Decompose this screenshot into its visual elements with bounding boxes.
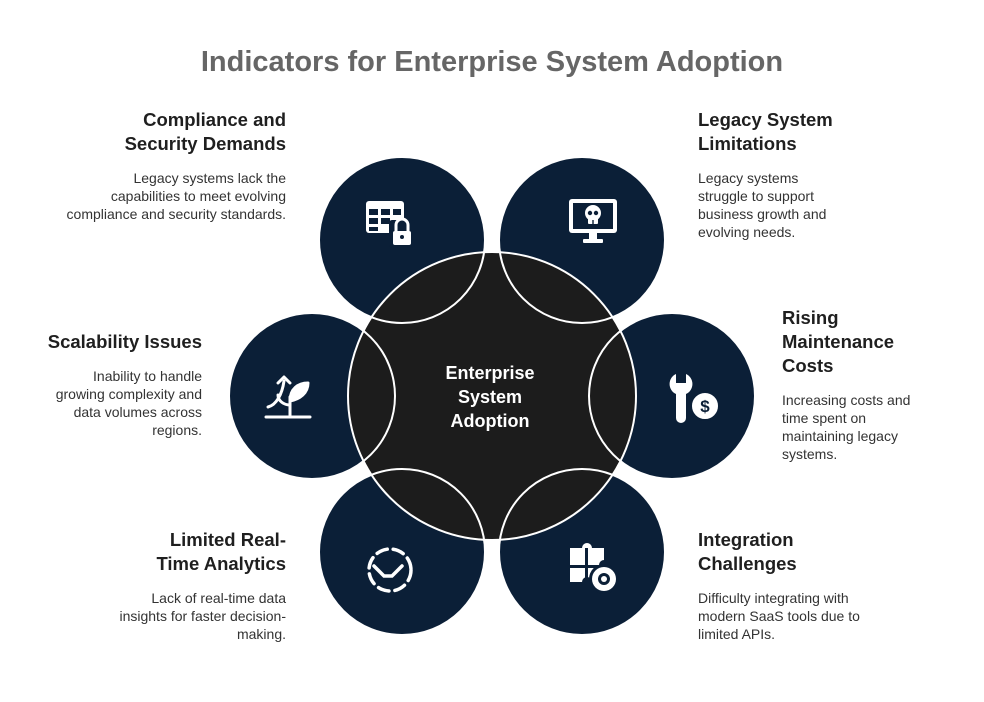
svg-text:$: $ — [700, 397, 710, 416]
monitor-skull-icon — [569, 199, 617, 243]
sprout-growth-icon — [264, 375, 312, 419]
item-description: Inability to handle growing complexity a… — [55, 368, 202, 438]
item-analytics: Limited Real-Time Analytics Lack of real… — [66, 528, 286, 643]
item-title: Limited Real-Time Analytics — [156, 529, 286, 574]
item-description: Difficulty integrating with modern SaaS … — [698, 590, 860, 642]
puzzle-gear-icon — [570, 543, 619, 594]
item-description: Lack of real-time data insights for fast… — [119, 590, 286, 642]
item-scalability: Scalability Issues Inability to handle g… — [0, 330, 202, 439]
item-description: Increasing costs and time spent on maint… — [782, 392, 911, 462]
center-label-line-3: Adoption — [451, 411, 530, 431]
table-lock-icon — [366, 201, 415, 248]
center-label-line-2: System — [458, 387, 522, 407]
wrench-dollar-icon: $ — [669, 374, 720, 423]
item-description: Legacy systems lack the capabilities to … — [66, 170, 286, 222]
node-outlines — [228, 156, 756, 636]
item-title: Legacy System Limitations — [698, 109, 833, 154]
item-compliance: Compliance and Security Demands Legacy s… — [66, 108, 286, 223]
item-title: Rising Maintenance Costs — [782, 307, 895, 376]
item-title: Compliance and Security Demands — [124, 109, 286, 154]
item-legacy: Legacy System Limitations Legacy systems… — [698, 108, 848, 241]
item-description: Legacy systems struggle to support busin… — [698, 170, 827, 240]
diagram-title: Indicators for Enterprise System Adoptio… — [200, 46, 784, 78]
item-maintenance: Rising Maintenance Costs Increasing cost… — [782, 306, 932, 463]
item-title: Integration Challenges — [698, 529, 797, 574]
item-integration: Integration Challenges Difficulty integr… — [698, 528, 868, 643]
dashed-circle-arrow-icon — [367, 547, 413, 593]
center-label-line-1: Enterprise — [445, 363, 534, 383]
center-circle — [347, 251, 637, 541]
item-title: Scalability Issues — [47, 331, 202, 352]
